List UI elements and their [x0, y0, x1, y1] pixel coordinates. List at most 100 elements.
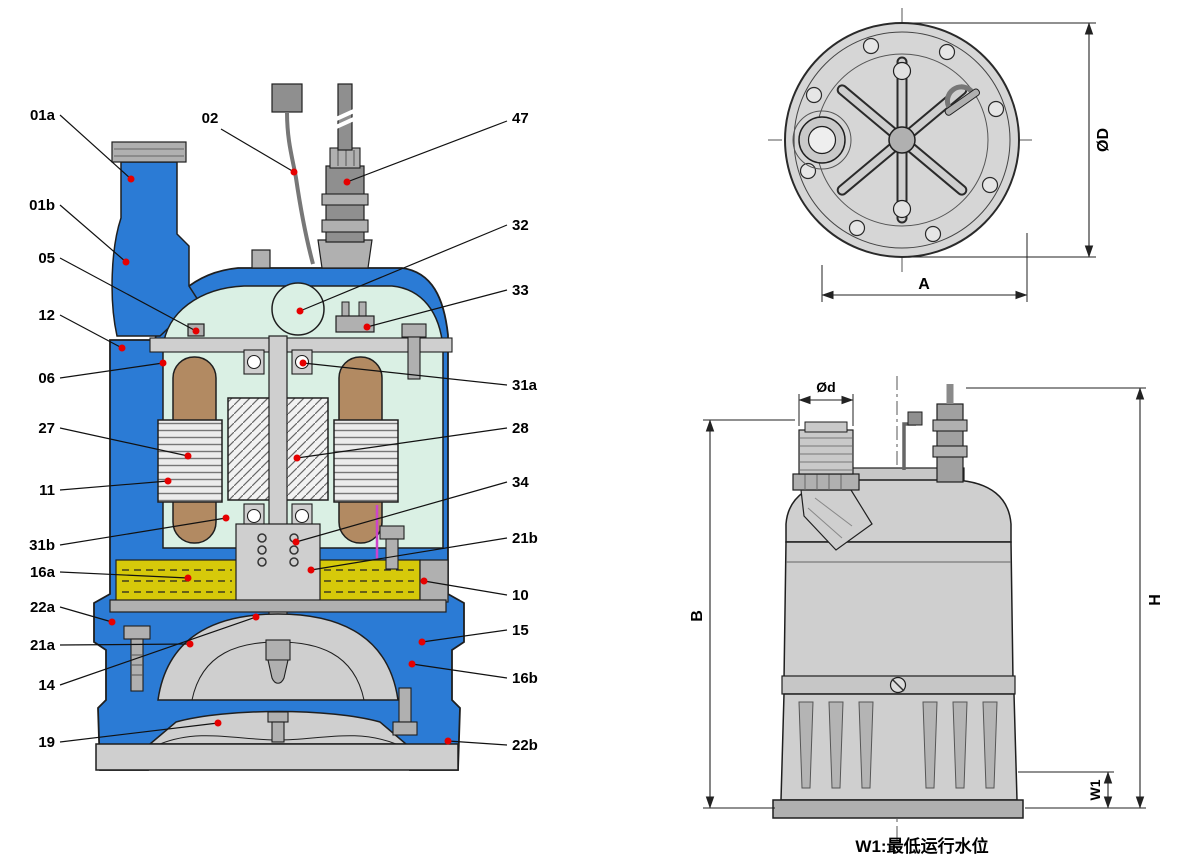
callout-label: 33	[512, 282, 529, 299]
dim-w1: W1	[1018, 771, 1114, 809]
callout-label: 05	[38, 250, 55, 267]
pipe-thread-cap	[111, 141, 187, 163]
chamber-bottom-plate	[109, 599, 447, 613]
bearing-upper	[243, 349, 313, 375]
dim-label-d: Ød	[816, 379, 835, 395]
callout-16a: 16a	[30, 564, 192, 582]
callout-34: 34	[292, 474, 529, 546]
dim-label-w1: W1	[1087, 779, 1103, 800]
stator-core-left	[157, 419, 223, 503]
callout-label: 10	[512, 587, 529, 604]
callout-label: 28	[512, 420, 529, 437]
callouts: 01a 01b 05 12 06 27 11 31b 16a 22a 21a 1…	[29, 107, 538, 754]
callout-label: 06	[38, 370, 55, 387]
callout-label: 02	[202, 110, 219, 127]
suction-center-bolt	[267, 711, 289, 743]
motor-housing	[783, 541, 1014, 681]
callout-47: 47	[343, 110, 529, 186]
dim-od: ØD	[908, 22, 1112, 258]
callout-05: 05	[38, 250, 200, 335]
dim-label-od: ØD	[1095, 128, 1112, 152]
callout-28: 28	[293, 420, 529, 462]
callout-label: 11	[39, 482, 55, 499]
callout-label: 32	[512, 217, 529, 234]
callout-27: 27	[38, 420, 192, 460]
water-level-note: W1:最低运行水位	[855, 836, 988, 856]
callout-label: 22b	[512, 737, 538, 754]
callout-label: 15	[512, 622, 529, 639]
bolt-left	[123, 625, 151, 692]
callout-label: 31b	[29, 537, 55, 554]
bolt-upper-right	[401, 323, 427, 380]
rib-hole-bottom	[892, 199, 912, 219]
callout-label: 27	[38, 420, 55, 437]
callout-label: 22a	[30, 599, 56, 616]
callout-01a: 01a	[30, 107, 135, 183]
band-screw	[889, 676, 907, 694]
callout-label: 01a	[30, 107, 56, 124]
casing-ring-1	[793, 31, 1011, 249]
dome-fitting	[251, 249, 271, 269]
callout-label: 16b	[512, 670, 538, 687]
callout-01b: 01b	[29, 197, 130, 266]
side-view: Ød B H W1 W1:最低运行水位	[689, 376, 1164, 856]
base-foot	[772, 799, 1024, 819]
bearing-lower	[243, 503, 313, 529]
center-boss	[888, 126, 916, 154]
callout-21b: 21b	[307, 530, 538, 574]
shackle-icon	[944, 84, 981, 116]
callout-label: 34	[512, 474, 529, 491]
callout-32: 32	[296, 217, 529, 315]
callout-16b: 16b	[408, 660, 538, 687]
callout-label: 21a	[30, 637, 56, 654]
strainer-slots	[798, 701, 998, 789]
power-cable	[333, 83, 357, 151]
callout-14: 14	[38, 613, 260, 694]
oil-level-dashes	[122, 569, 414, 593]
dim-label-a: A	[918, 276, 930, 293]
callout-11: 11	[39, 477, 172, 499]
side-cable-gland	[932, 384, 968, 483]
callout-label: 47	[512, 110, 529, 127]
callout-label: 31a	[512, 377, 538, 394]
handle	[271, 83, 315, 265]
callout-19: 19	[38, 719, 222, 751]
callout-label: 19	[38, 734, 55, 751]
cover-ribs	[836, 56, 968, 224]
dim-a: A	[821, 233, 1028, 302]
dim-b: B	[689, 419, 795, 809]
cover-bolts	[799, 37, 1005, 243]
callout-label: 12	[38, 307, 55, 324]
side-handle	[902, 411, 923, 470]
callout-12: 12	[38, 307, 126, 352]
dim-h: H	[966, 387, 1164, 809]
callout-06: 06	[38, 359, 167, 387]
bolt-mid-right	[379, 525, 405, 570]
callout-label: 14	[38, 677, 55, 694]
callout-22a: 22a	[30, 599, 116, 626]
callout-21a: 21a	[30, 637, 194, 654]
callout-33: 33	[363, 282, 529, 331]
bolt-lower-right	[392, 687, 418, 736]
callout-31b: 31b	[29, 514, 230, 554]
callout-15: 15	[418, 622, 529, 646]
top-view: ØD A	[768, 8, 1112, 302]
callout-label: 01b	[29, 197, 55, 214]
dim-d: Ød	[798, 379, 854, 426]
callout-10: 10	[420, 577, 529, 604]
strainer-body	[780, 693, 1018, 801]
cable-boss	[317, 239, 373, 269]
stator-core-right	[333, 419, 399, 503]
base-plate	[95, 743, 459, 771]
rib-hole-top	[892, 61, 912, 81]
callout-22b: 22b	[444, 737, 538, 754]
discharge-pipe	[111, 161, 199, 337]
sectional-view	[93, 83, 465, 771]
dim-label-b: B	[689, 610, 706, 622]
callout-label: 21b	[512, 530, 538, 547]
side-discharge-port	[792, 421, 873, 551]
discharge-port-top	[792, 110, 852, 170]
callout-02: 02	[202, 110, 298, 176]
callout-31a: 31a	[299, 359, 538, 394]
cable-gland	[321, 147, 369, 243]
